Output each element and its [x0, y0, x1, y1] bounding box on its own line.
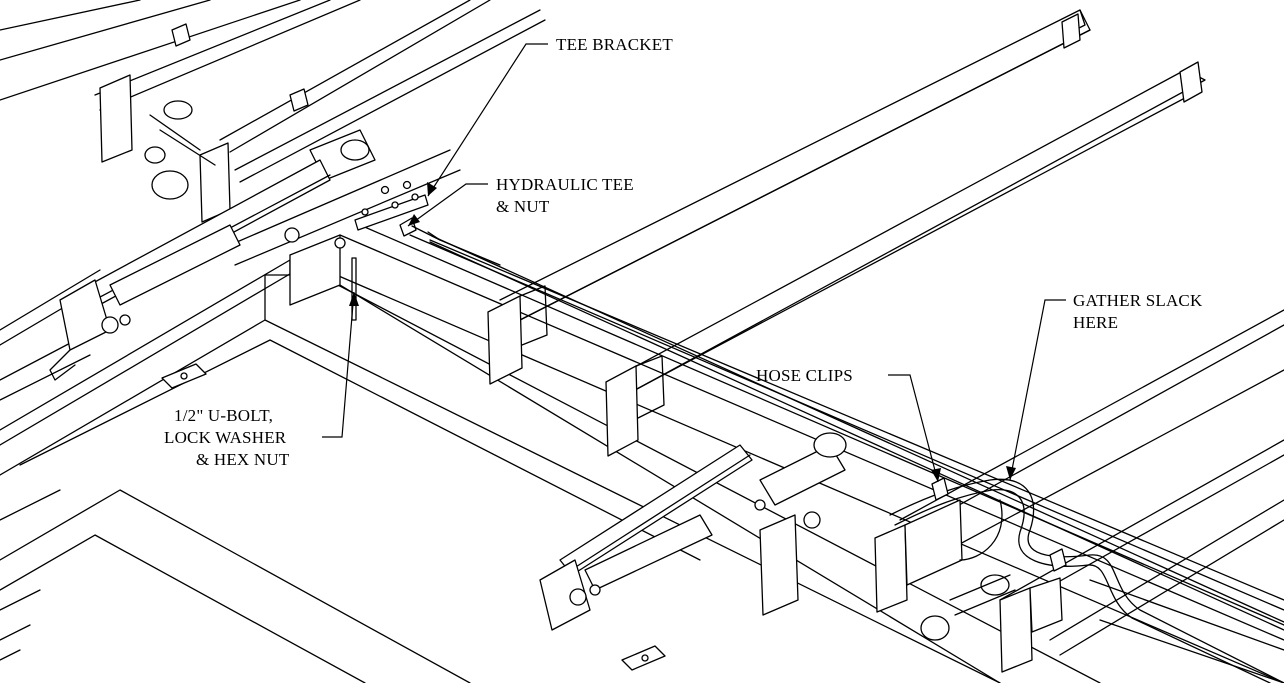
cross-beam [229, 149, 1284, 683]
callout-ubolt-line-3: & HEX NUT [196, 450, 290, 469]
callout-hose-clips: HOSE CLIPS [756, 366, 941, 483]
hose-clips-parts [171, 23, 1067, 572]
tee-bracket-part [354, 180, 429, 231]
center-hinge-assembly [539, 432, 847, 671]
callout-ubolt-line-1: 1/2" U-BOLT, [174, 406, 273, 425]
right-hinge-assembly [874, 499, 1063, 673]
hydraulic-tee-part [399, 217, 1284, 631]
upper-right-arms [487, 9, 1206, 457]
hose-routing [889, 478, 1284, 683]
callout-gather-slack: GATHER SLACK HERE [1006, 291, 1203, 481]
callout-ubolt-line-2: LOCK WASHER [164, 428, 287, 447]
callout-ubolt: 1/2" U-BOLT, LOCK WASHER & HEX NUT [164, 291, 359, 469]
callout-hydraulic-tee-line-1: HYDRAULIC TEE [496, 175, 634, 194]
callout-tee-bracket-line-1: TEE BRACKET [556, 35, 673, 54]
lower-right-rails [899, 309, 1284, 683]
callout-tee-bracket: TEE BRACKET [427, 35, 673, 197]
callout-gather-slack-line-2: HERE [1073, 313, 1118, 332]
callout-hydraulic-tee-line-2: & NUT [496, 197, 550, 216]
callout-hose-clips-line-1: HOSE CLIPS [756, 366, 853, 385]
callout-hydraulic-tee: HYDRAULIC TEE & NUT [407, 175, 634, 227]
left-hinge-assembly [49, 74, 376, 381]
callout-gather-slack-line-1: GATHER SLACK [1073, 291, 1203, 310]
